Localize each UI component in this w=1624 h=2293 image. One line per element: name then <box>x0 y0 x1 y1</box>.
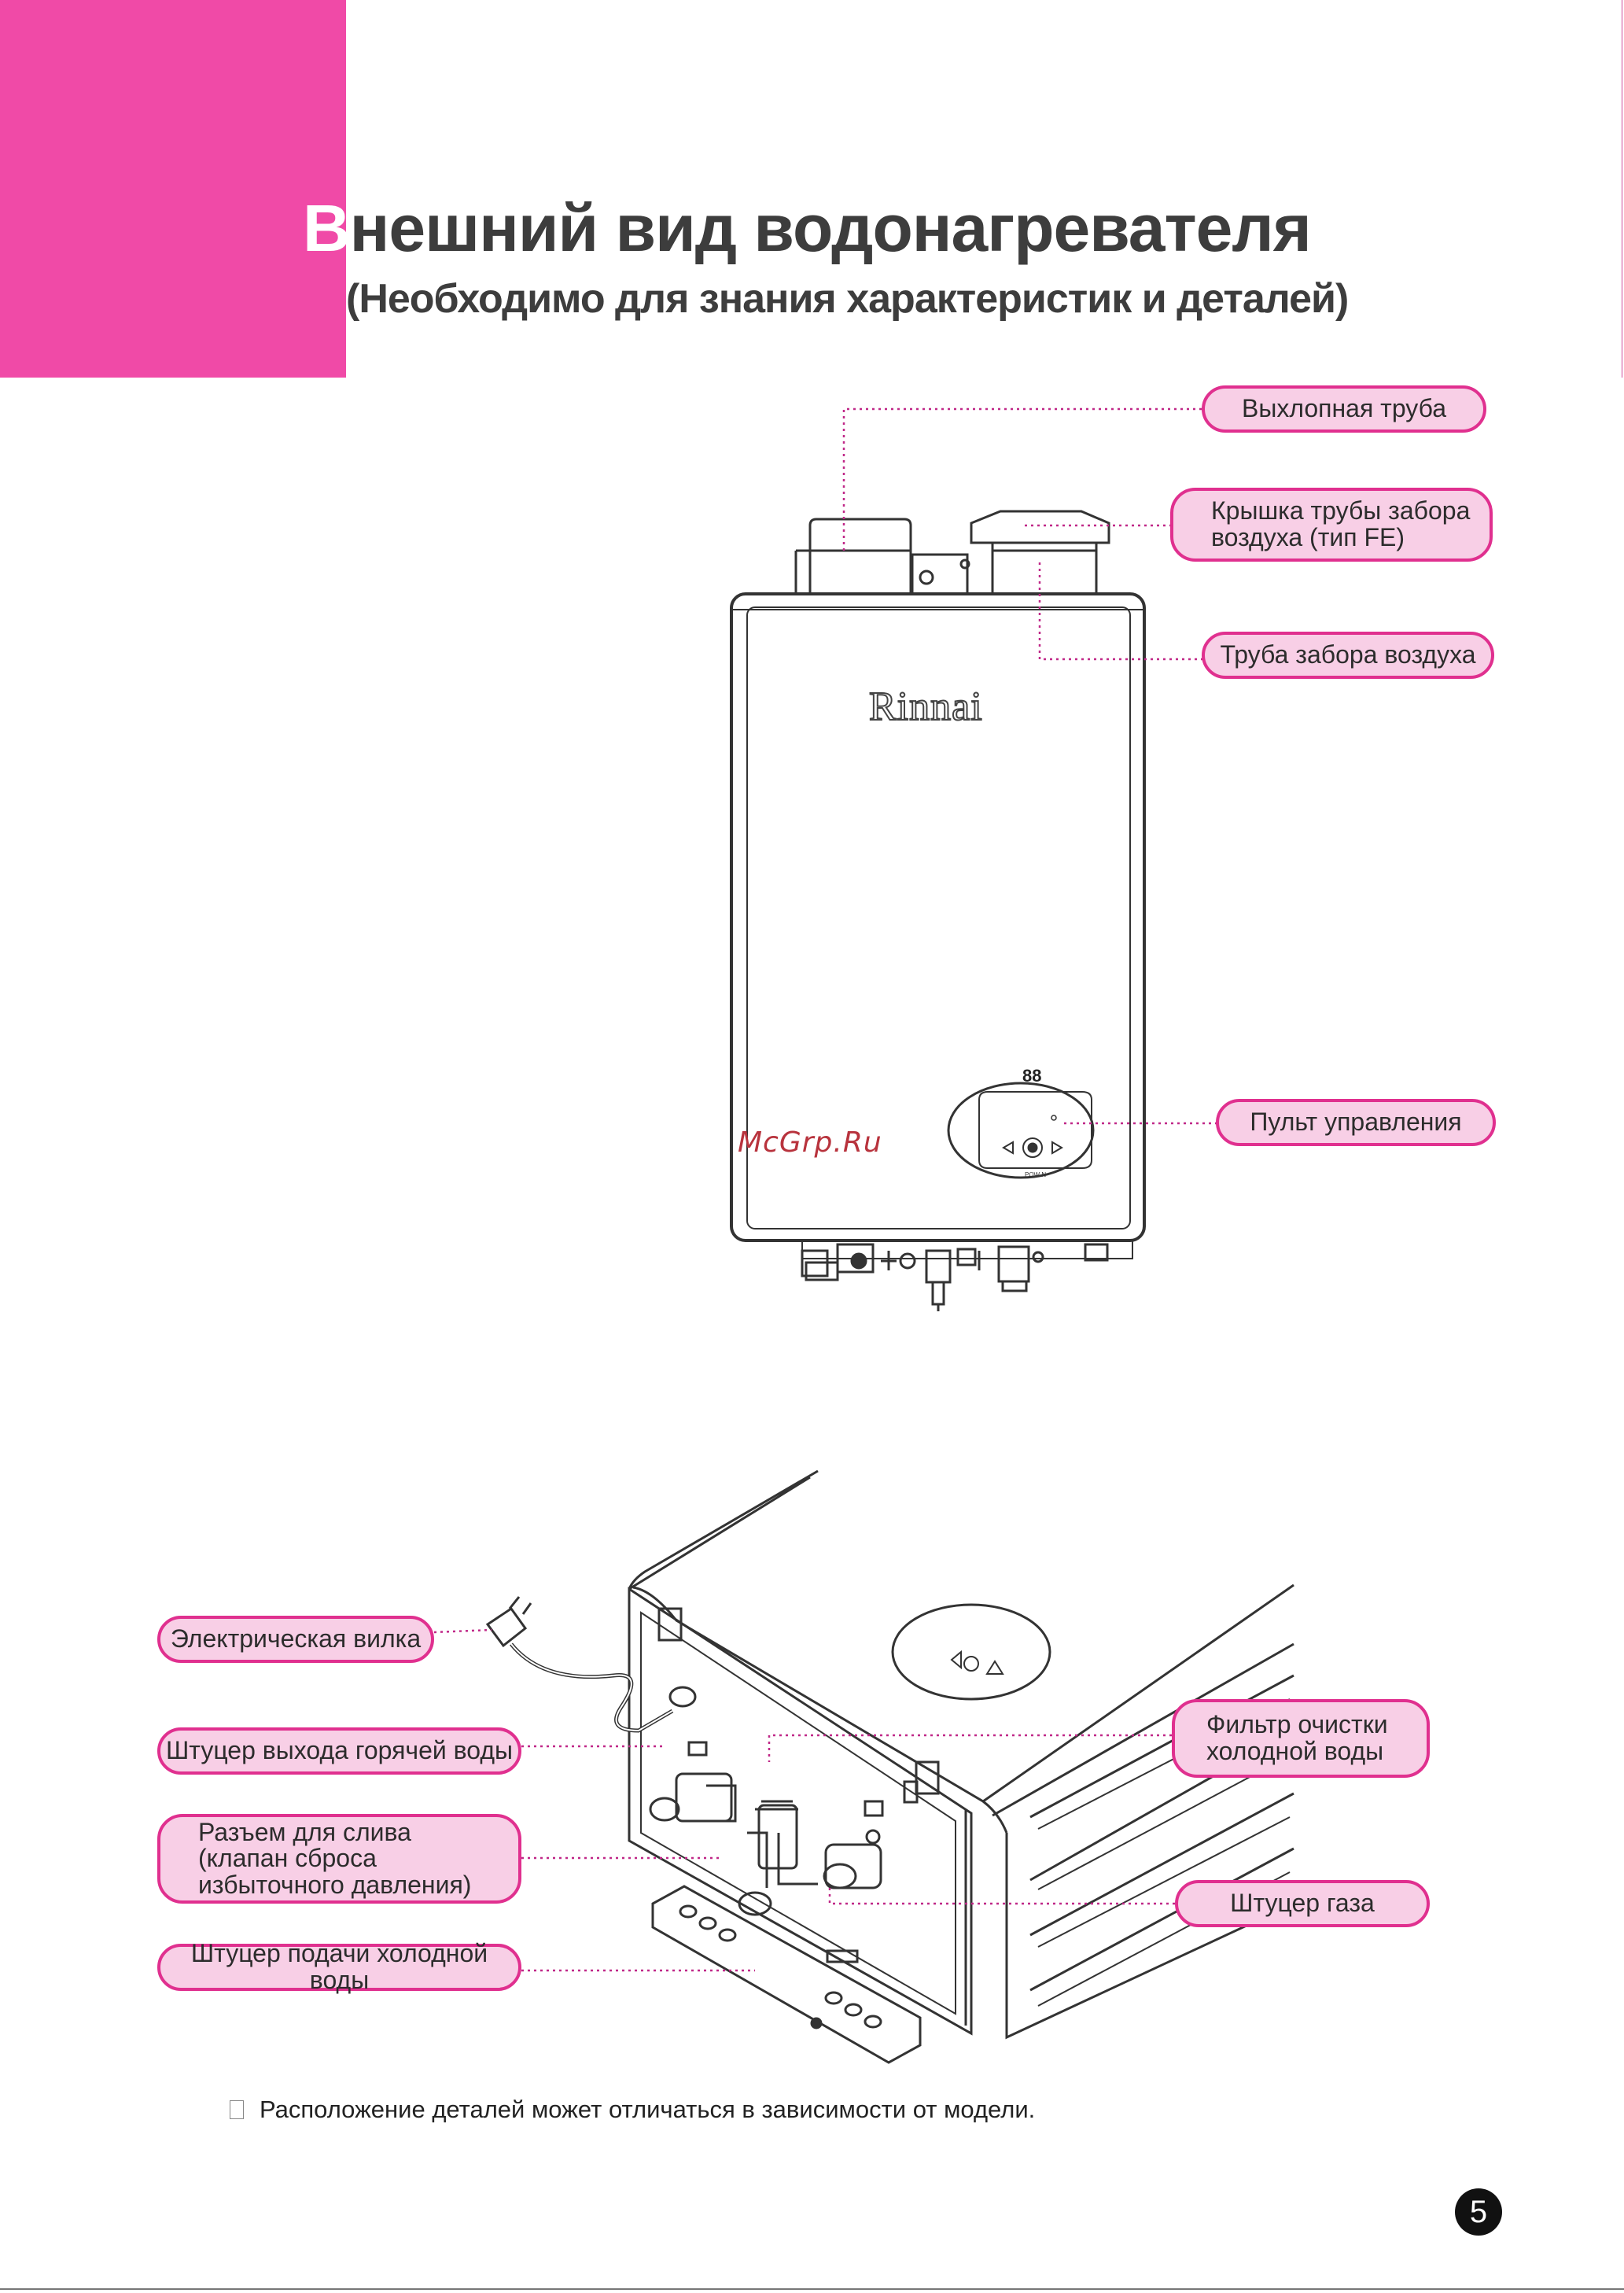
page-bottom-line <box>0 2288 1624 2290</box>
watermark: McGrp.Ru <box>738 1126 882 1159</box>
header-color-block <box>0 0 346 378</box>
callout-cold-water-inlet: Штуцер подачи холодной воды <box>157 1939 521 1994</box>
callout-air-intake-pipe-label: Труба забора воздуха <box>1220 640 1476 669</box>
callout-hot-water-outlet-label: Штуцер выхода горячей воды <box>165 1736 514 1765</box>
bottom-view-illustration <box>485 1469 1294 2064</box>
callout-air-intake-cap: Крышка трубы забора воздуха (тип FE) <box>1170 488 1493 562</box>
brand-logo: Rinnai <box>869 684 983 729</box>
callout-drain-line-3: избыточного давления) <box>198 1870 472 1899</box>
power-label: POW N <box>1025 1171 1046 1178</box>
display-digits: 88 <box>1022 1066 1041 1086</box>
front-view-illustration <box>730 510 1146 1311</box>
callout-air-intake-cap-line-2: воздуха (тип FE) <box>1211 523 1405 551</box>
callout-exhaust-pipe: Выхлопная труба <box>1202 385 1486 433</box>
callout-electric-plug: Электрическая вилка <box>157 1616 434 1663</box>
callout-control-panel-label: Пульт управления <box>1250 1108 1462 1137</box>
footnote-bullet-icon <box>230 2100 244 2119</box>
callout-cold-water-inlet-label: Штуцер подачи холодной воды <box>190 1939 488 1994</box>
callout-drain-line-2: (клапан сброса <box>198 1844 377 1873</box>
callout-filter-line-1: Фильтр очистки <box>1206 1710 1388 1739</box>
callout-air-intake-cap-line-1: Крышка трубы забора <box>1211 496 1471 525</box>
callout-hot-water-outlet: Штуцер выхода горячей воды <box>157 1727 521 1775</box>
leader-lines <box>433 407 1217 1972</box>
callout-control-panel: Пульт управления <box>1216 1099 1496 1146</box>
title-rest: нешний вид водонагревателя <box>349 191 1312 265</box>
title-first-letter: В <box>303 191 351 265</box>
callout-electric-plug-label: Электрическая вилка <box>170 1624 422 1653</box>
page-number: 5 <box>1455 2188 1502 2236</box>
callout-air-intake-cap-text: Крышка трубы забора воздуха (тип FE) <box>1211 498 1470 551</box>
callout-cold-water-filter: Фильтр очистки холодной воды <box>1172 1699 1430 1778</box>
callout-air-intake-pipe: Труба забора воздуха <box>1202 632 1494 679</box>
callout-gas-connector-label: Штуцер газа <box>1230 1889 1375 1918</box>
callout-gas-connector: Штуцер газа <box>1175 1880 1430 1927</box>
page-subtitle: (Необходимо для знания характеристик и д… <box>346 276 1349 322</box>
callout-drain-connector: Разъем для слива (клапан сброса избыточн… <box>157 1814 521 1904</box>
callout-exhaust-pipe-label: Выхлопная труба <box>1241 394 1447 423</box>
page-title: Внешний вид водонагревателя <box>303 190 1312 267</box>
callout-filter-line-2: холодной воды <box>1206 1737 1384 1765</box>
callout-cold-water-filter-text: Фильтр очистки холодной воды <box>1206 1712 1388 1764</box>
callout-drain-line-1: Разъем для слива <box>198 1817 411 1846</box>
footnote-text: Расположение деталей может отличаться в … <box>260 2096 1036 2123</box>
footnote: Расположение деталей может отличаться в … <box>230 2096 1035 2124</box>
callout-drain-connector-text: Разъем для слива (клапан сброса избыточн… <box>198 1819 471 1899</box>
